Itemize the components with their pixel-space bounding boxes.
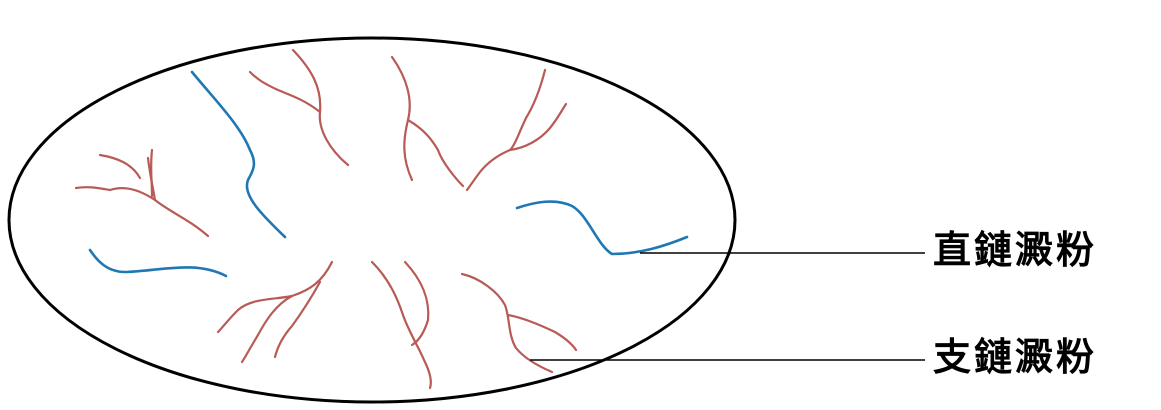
amylopectin-branch-1 [76,187,208,236]
amylopectin-branch-7 [392,57,412,180]
granule-outline [9,38,735,402]
amylose-strand-3 [517,202,687,254]
amylopectin-branch-3 [151,150,152,196]
amylopectin-branch-11 [218,262,332,332]
amylopectin-branch-4 [100,155,140,178]
amylopectin-branch-6 [250,72,320,112]
amylose-strand-1 [192,72,285,237]
amylose-strand-2 [90,250,226,276]
amylopectin-branch-10 [510,104,566,150]
amylopectin-branch-9 [467,70,545,190]
amylopectin-branch-14 [372,262,431,388]
amylose-label: 直鏈澱粉 [933,231,1097,269]
amylopectin-branch-16 [462,274,552,372]
amylopectin-label: 支鏈澱粉 [933,338,1097,376]
amylopectin-branches [76,50,576,388]
amylopectin-branch-15 [405,262,428,345]
amylopectin-branch-12 [242,296,292,362]
amylose-strands [90,72,687,276]
amylopectin-branch-8 [408,120,463,186]
amylopectin-branch-17 [508,315,576,350]
amylopectin-branch-5 [293,50,348,165]
